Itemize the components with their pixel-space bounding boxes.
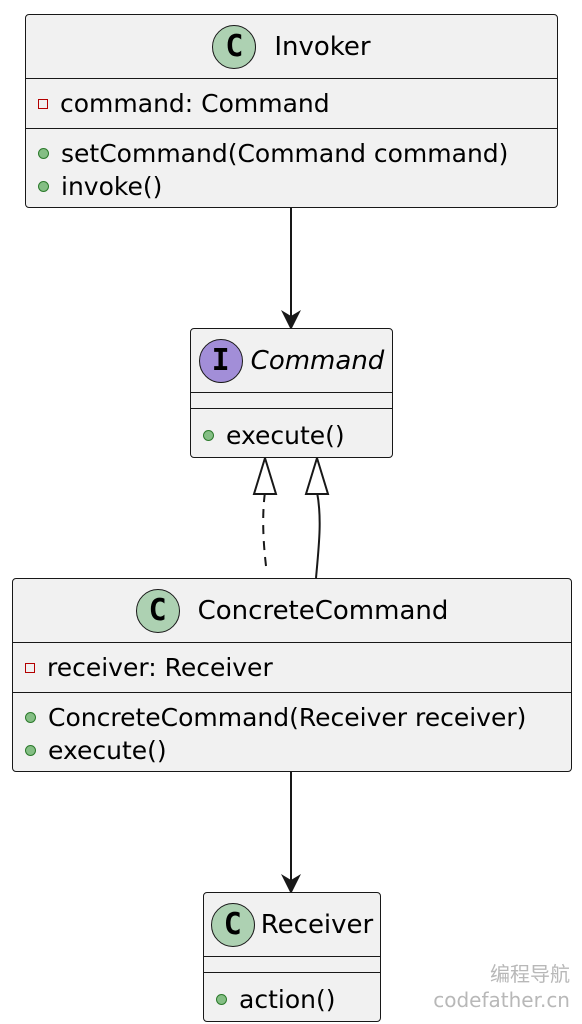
methods-section: setCommand(Command command) invoke() xyxy=(26,129,557,211)
method-row: execute() xyxy=(203,419,392,452)
class-header: I Command xyxy=(191,329,392,393)
attribute-text: receiver: Receiver xyxy=(47,653,273,682)
attributes-section: command: Command xyxy=(26,79,557,129)
method-text: ConcreteCommand(Receiver receiver) xyxy=(48,703,527,732)
interface-command: I Command execute() xyxy=(190,328,393,458)
attributes-section xyxy=(204,957,380,973)
realization-concretecommand-command xyxy=(262,491,267,567)
generalization-concretecommand-command xyxy=(315,491,321,579)
method-text: execute() xyxy=(48,736,167,765)
public-visibility-icon xyxy=(25,712,36,723)
attribute-row: receiver: Receiver xyxy=(25,651,571,684)
attributes-section: receiver: Receiver xyxy=(13,643,571,693)
method-row: invoke() xyxy=(38,170,557,203)
realization-triangle xyxy=(252,454,278,495)
attributes-section xyxy=(191,393,392,409)
public-visibility-icon xyxy=(216,994,227,1005)
class-name: ConcreteCommand xyxy=(197,595,449,626)
public-visibility-icon xyxy=(203,430,214,441)
generalization-triangle xyxy=(304,454,330,495)
public-visibility-icon xyxy=(38,181,49,192)
private-visibility-icon xyxy=(38,98,48,109)
attribute-text: command: Command xyxy=(60,89,330,118)
method-row: execute() xyxy=(25,734,571,767)
method-row: action() xyxy=(216,983,380,1016)
class-name: Receiver xyxy=(260,909,374,940)
class-receiver: C Receiver action() xyxy=(203,892,381,1022)
method-text: setCommand(Command command) xyxy=(61,139,509,168)
class-header: C Receiver xyxy=(204,893,380,957)
methods-section: execute() xyxy=(191,409,392,460)
method-text: invoke() xyxy=(61,172,163,201)
methods-section: action() xyxy=(204,973,380,1024)
interface-stereotype-icon: I xyxy=(198,338,243,383)
watermark-url: codefather.cn xyxy=(433,988,570,1012)
method-row: ConcreteCommand(Receiver receiver) xyxy=(25,701,571,734)
class-name: Invoker xyxy=(274,31,371,62)
attribute-row: command: Command xyxy=(38,87,557,120)
class-stereotype-icon: C xyxy=(135,588,180,633)
method-row: setCommand(Command command) xyxy=(38,137,557,170)
class-header: C ConcreteCommand xyxy=(13,579,571,643)
class-name: Command xyxy=(250,345,385,376)
class-stereotype-icon: C xyxy=(212,24,257,69)
class-header: C Invoker xyxy=(26,15,557,79)
method-text: execute() xyxy=(226,421,345,450)
method-text: action() xyxy=(239,985,336,1014)
watermark-title: 编程导航 xyxy=(490,962,570,986)
methods-section: ConcreteCommand(Receiver receiver) execu… xyxy=(13,693,571,775)
public-visibility-icon xyxy=(38,148,49,159)
private-visibility-icon xyxy=(25,662,35,673)
class-invoker: C Invoker command: Command setCommand(Co… xyxy=(25,14,558,208)
class-stereotype-icon: C xyxy=(210,902,255,947)
public-visibility-icon xyxy=(25,745,36,756)
class-concrete-command: C ConcreteCommand receiver: Receiver Con… xyxy=(12,578,572,772)
